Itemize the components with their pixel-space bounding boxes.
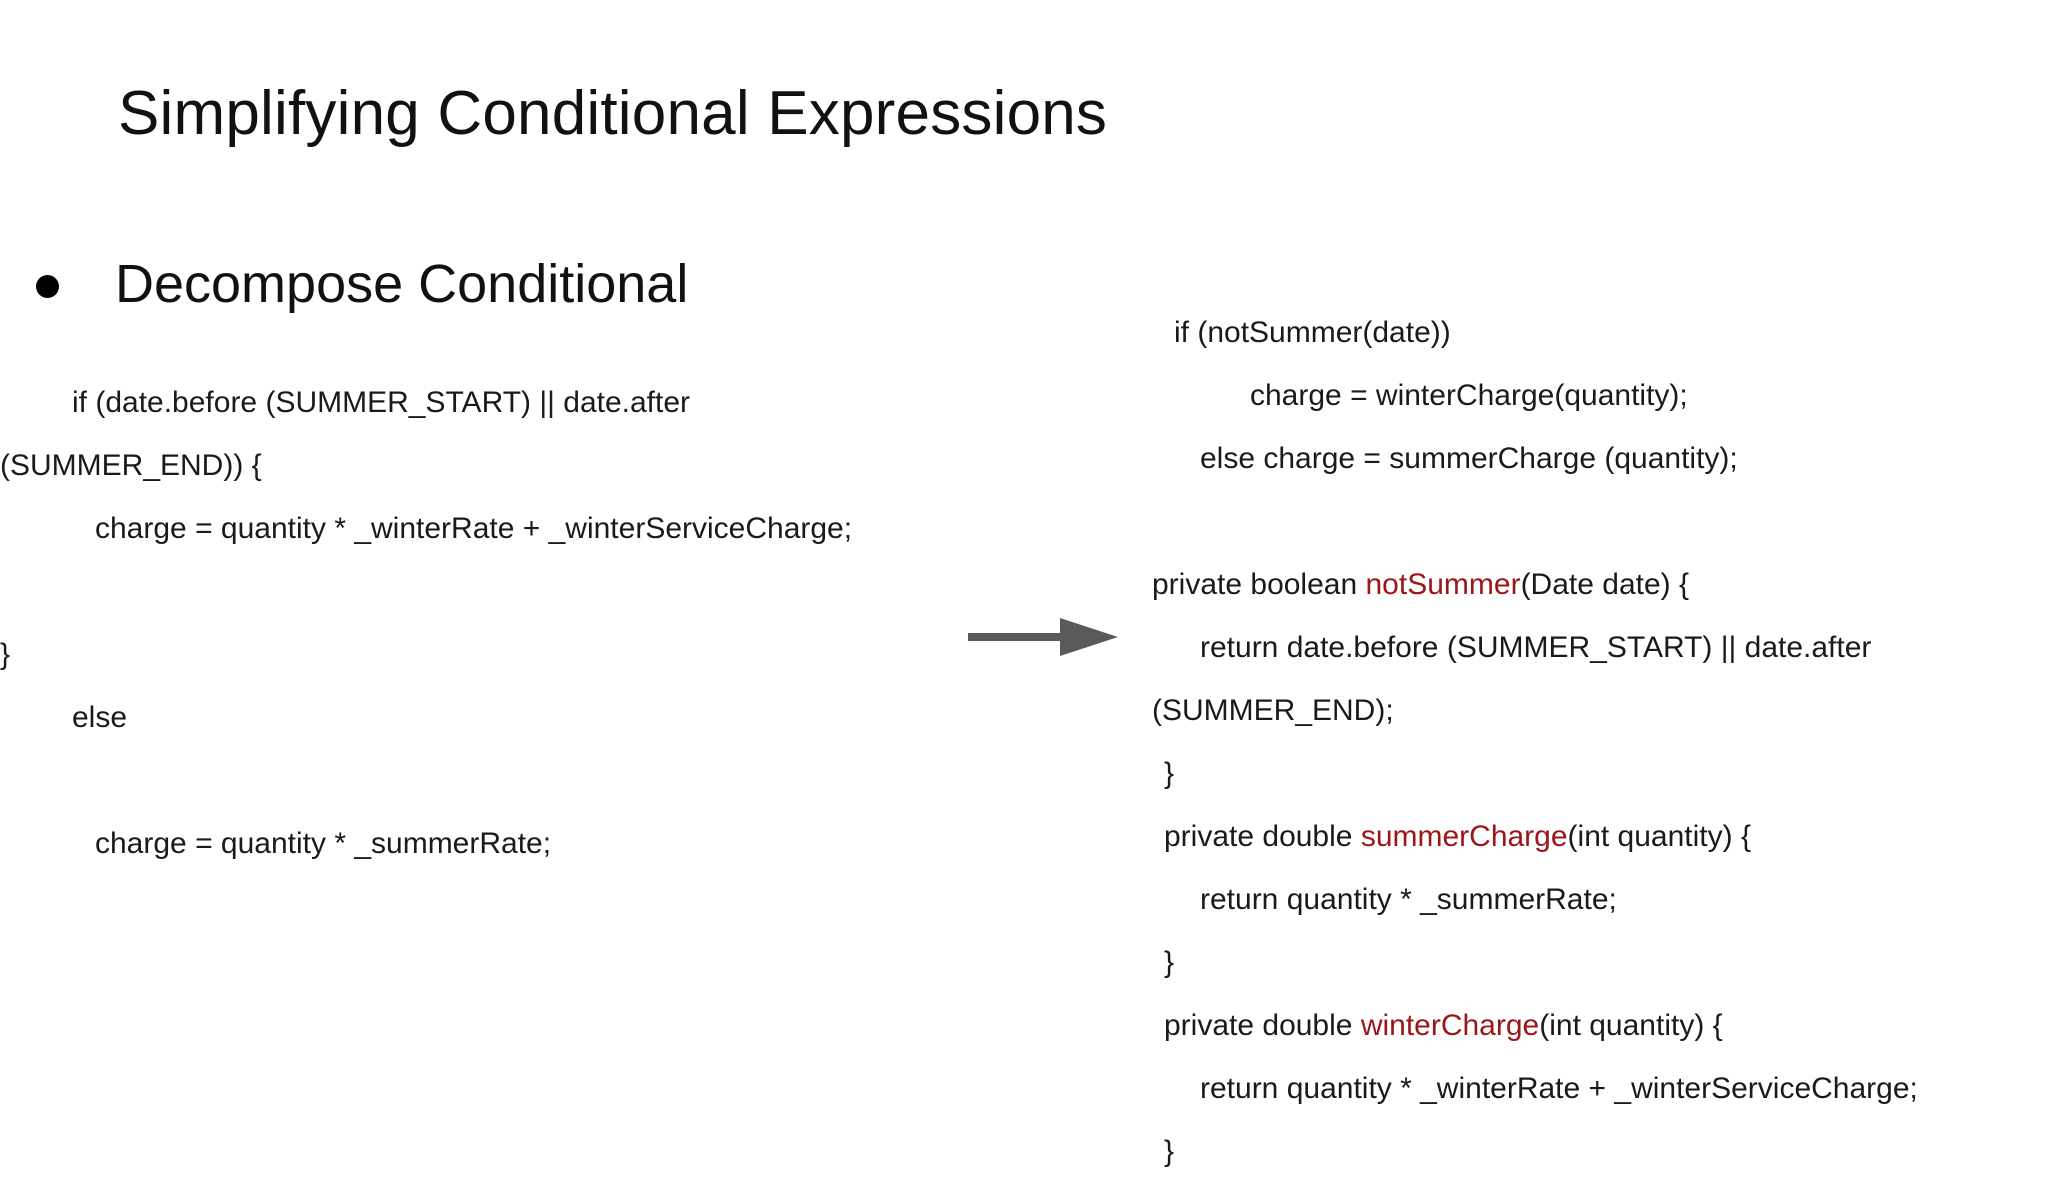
code-text: private boolean	[1152, 568, 1366, 601]
code-line: return quantity * _winterRate + _winterS…	[1200, 1072, 1918, 1105]
code-text: (Date date) {	[1520, 568, 1689, 601]
code-method-name: summerCharge	[1360, 820, 1568, 853]
code-line: private boolean notSummer(Date date) {	[1152, 570, 2048, 633]
code-line	[0, 766, 1000, 829]
code-line: (SUMMER_END)) {	[0, 449, 262, 482]
code-line: }	[1164, 757, 1175, 790]
code-line: }	[0, 638, 11, 671]
code-block-before: if (date.before (SUMMER_START) || date.a…	[0, 388, 1000, 892]
code-text: (int quantity) {	[1539, 1009, 1723, 1042]
code-line: else charge = summerCharge (quantity);	[1200, 442, 1738, 475]
bullet-dot-icon	[36, 275, 59, 299]
code-line	[0, 577, 1000, 640]
code-line: }	[1164, 946, 1175, 979]
code-line: else	[72, 701, 128, 734]
code-text: private double	[1164, 1009, 1361, 1042]
code-line: (SUMMER_END);	[1152, 694, 1394, 727]
bullet-item: Decompose Conditional	[36, 254, 689, 314]
code-line: private double winterCharge(int quantity…	[1152, 1011, 2048, 1074]
code-line: return date.before (SUMMER_START) || dat…	[1200, 631, 1872, 664]
code-method-name: notSummer	[1365, 568, 1521, 601]
code-method-name: winterCharge	[1360, 1009, 1540, 1042]
code-text: (int quantity) {	[1567, 820, 1751, 853]
code-text: private double	[1164, 820, 1361, 853]
code-line: charge = quantity * _summerRate;	[95, 827, 552, 860]
code-line: if (notSummer(date))	[1174, 316, 1451, 349]
bullet-item-label: Decompose Conditional	[115, 254, 689, 314]
code-line: return quantity * _summerRate;	[1200, 883, 1617, 916]
code-line: charge = quantity * _winterRate + _winte…	[95, 512, 853, 545]
right-arrow-icon	[968, 618, 1118, 656]
page-title: Simplifying Conditional Expressions	[118, 79, 1108, 148]
code-block-after: if (notSummer(date)) charge = winterCharg…	[1152, 318, 2048, 1200]
code-line: charge = winterCharge(quantity);	[1250, 379, 1688, 412]
code-line: if (date.before (SUMMER_START) || date.a…	[72, 386, 691, 419]
code-line: private double summerCharge(int quantity…	[1152, 822, 2048, 885]
code-line: }	[1164, 1135, 1175, 1168]
code-line	[1152, 507, 2048, 570]
